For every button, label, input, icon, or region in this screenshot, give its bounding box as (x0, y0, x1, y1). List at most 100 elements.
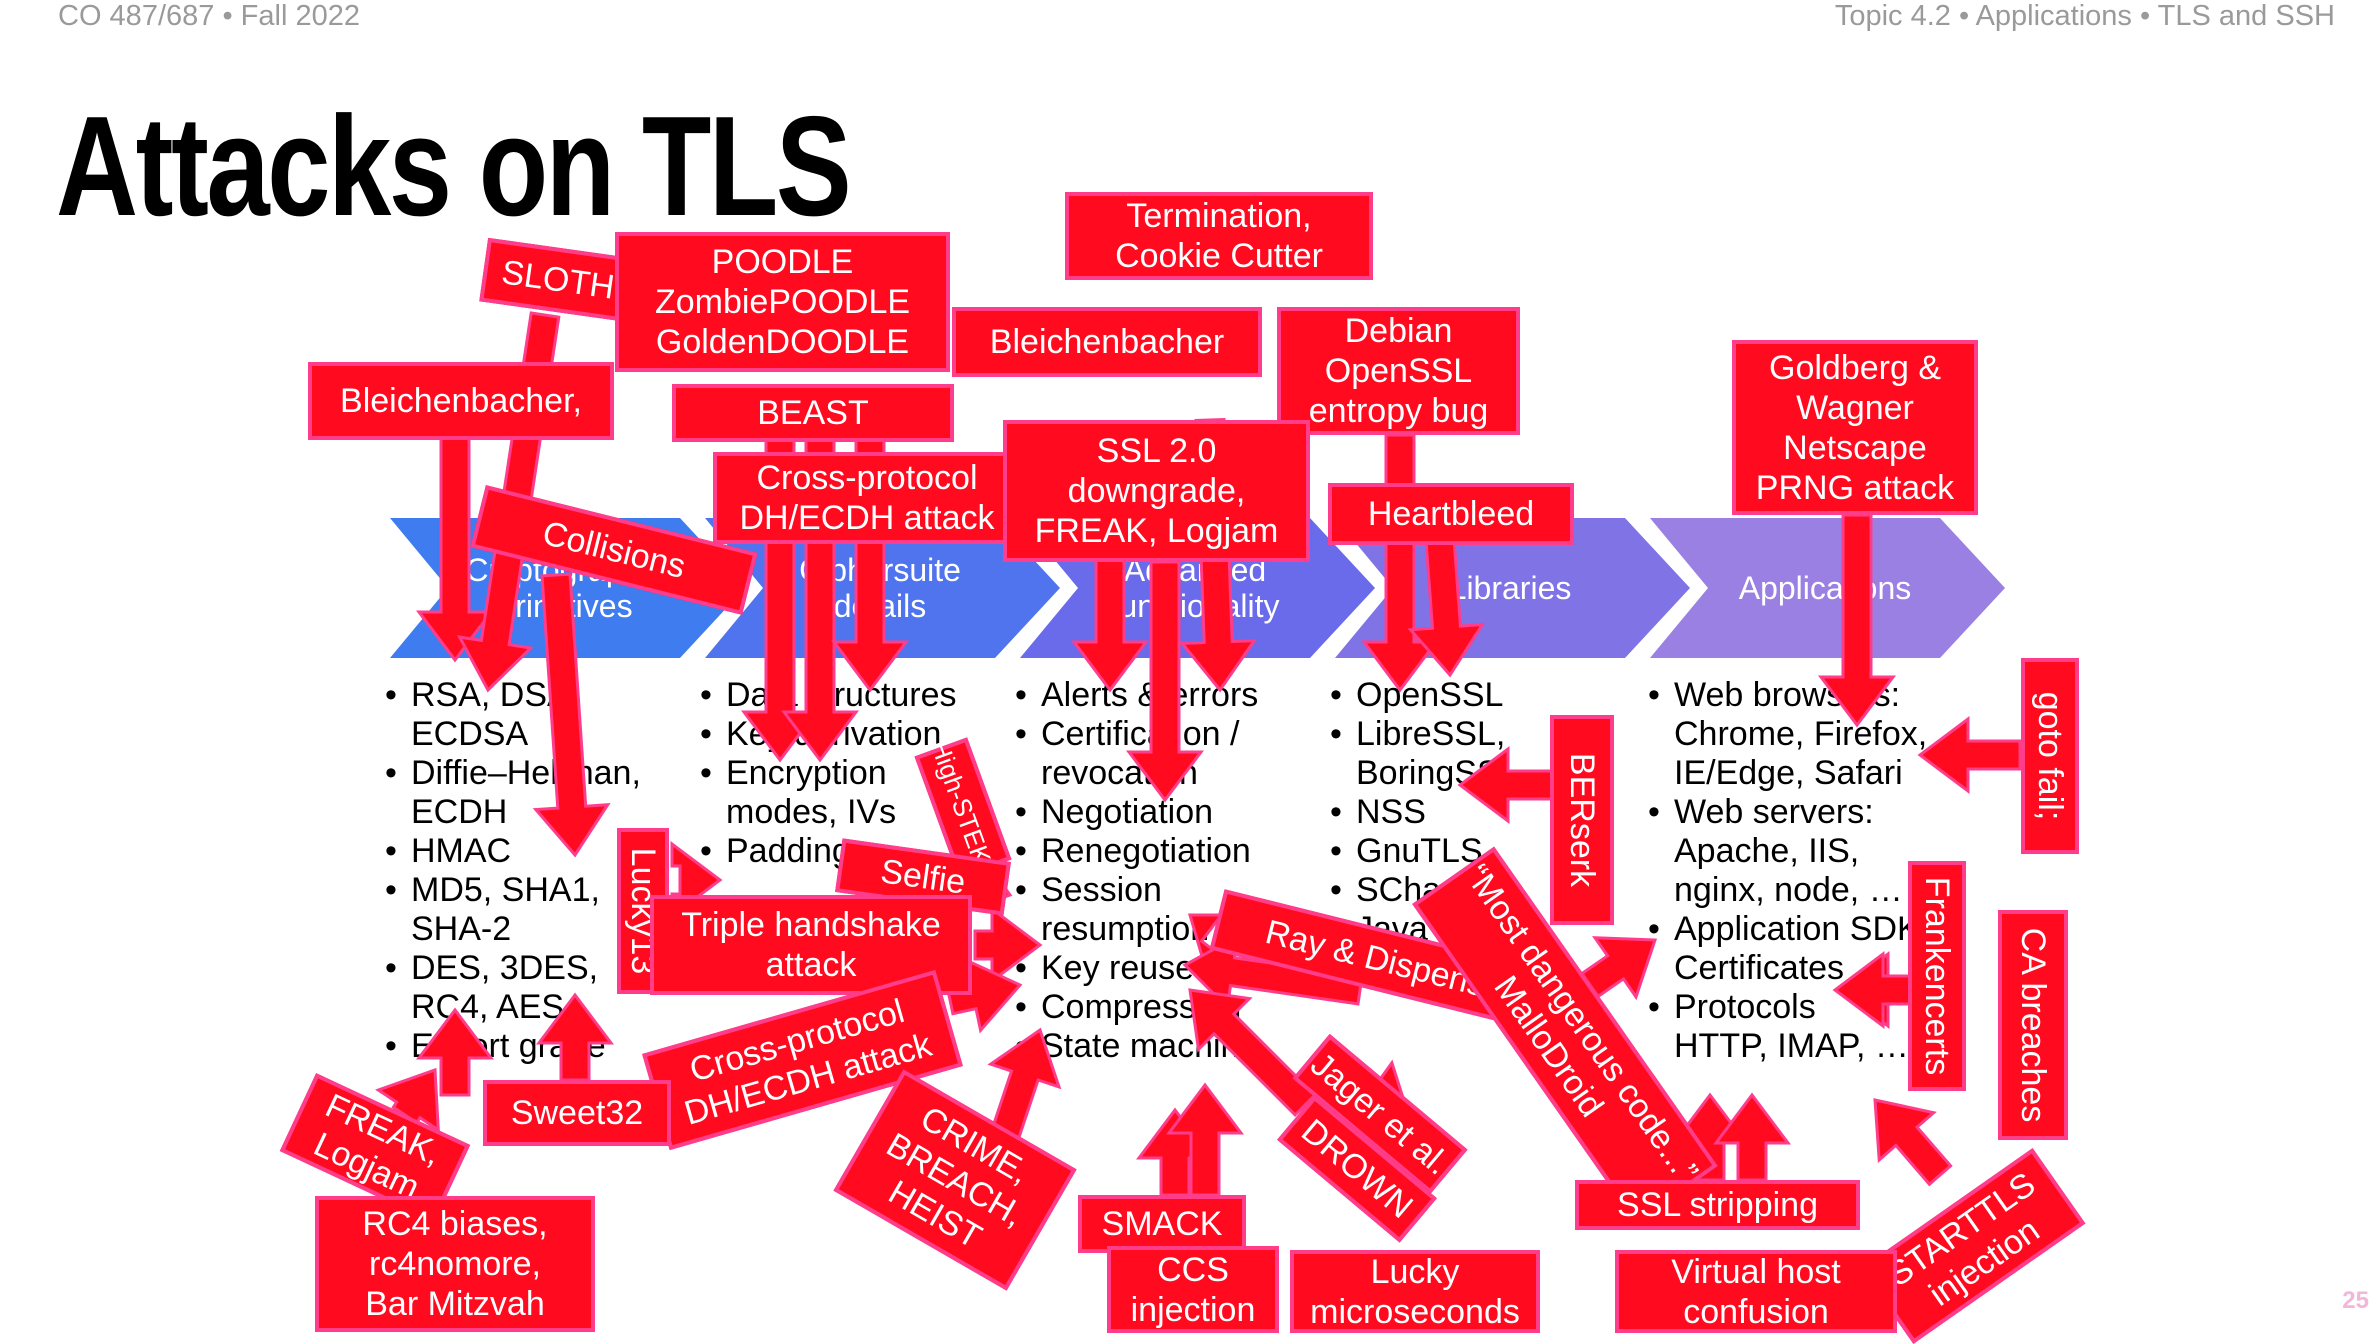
arrow (973, 906, 1043, 984)
attack-virtual-host-confusion: Virtual host confusion (1615, 1250, 1897, 1333)
attack-smack: SMACK (1078, 1195, 1246, 1253)
attack-poodle: POODLE ZombiePOODLE GoldenDOODLE (615, 232, 950, 372)
attack-termination: Termination, Cookie Cutter (1065, 192, 1373, 280)
attack-label: rc4nomore, (369, 1245, 541, 1283)
list-item: MD5, SHA1, SHA-2 (385, 871, 675, 949)
arrow (1457, 746, 1557, 824)
attack-goldberg-wagner: Goldberg & Wagner Netscape PRNG attack (1732, 340, 1978, 515)
attack-label: RC4 biases, (362, 1205, 548, 1243)
attack-label: Heartbleed (1367, 495, 1535, 533)
attack-cross-protocol-1: Cross-protocol DH/ECDH attack (713, 452, 1021, 544)
list-item: OpenSSL (1330, 676, 1590, 715)
list-item: Protocols (1648, 988, 1948, 1027)
attack-heartbleed: Heartbleed (1328, 483, 1574, 545)
attack-label: Bleichenbacher (989, 323, 1225, 361)
chevron-shape-5 (1650, 518, 2005, 658)
attack-label: confusion (1683, 1292, 1829, 1331)
attack-label: SMACK (1101, 1205, 1223, 1243)
list-item: DES, 3DES, RC4, AES (385, 949, 675, 1027)
attack-frankencerts: Frankencerts (1908, 861, 1966, 1091)
attack-bleichenbacher-1: Bleichenbacher, (308, 362, 614, 440)
arrow (375, 1067, 440, 1133)
page-number: 25 (2342, 1287, 2369, 1314)
attack-ssl-stripping: SSL stripping (1575, 1180, 1860, 1230)
attack-label: BERserk (1563, 752, 1601, 888)
list-item: Padding (700, 832, 980, 871)
attack-rc4-biases: RC4 biases, rc4nomore, Bar Mitzvah (315, 1196, 595, 1332)
attack-triple-handshake: Triple handshake attack (650, 895, 972, 995)
attack-label: Debian (1344, 312, 1453, 350)
list-item: HMAC (385, 832, 675, 871)
arrow (1188, 988, 1318, 1118)
chevron-applications: Applications (1738, 570, 1912, 606)
list-item: Session resumption (1015, 871, 1305, 949)
attack-label: entropy bug (1308, 392, 1489, 430)
chevron-libraries: Libraries (1448, 570, 1572, 606)
column-applications: Web browsers: Chrome, Firefox, IE/Edge, … (1648, 676, 1948, 1066)
arrow (416, 436, 494, 663)
attack-label: DH/ECDH attack (739, 499, 995, 537)
attack-label: ZombiePOODLE (654, 283, 911, 321)
arrow (1917, 716, 2022, 794)
arrow (1818, 513, 1896, 728)
attack-label: injection (1130, 1290, 1256, 1329)
attack-label: POODLE (711, 243, 854, 281)
list-item: Data structures (700, 676, 980, 715)
attack-label: PRNG attack (1755, 468, 1955, 507)
attack-label: SLOTH (499, 253, 617, 307)
attack-label: downgrade, (1067, 472, 1246, 510)
attack-sweet32: Sweet32 (483, 1080, 671, 1146)
list-item: Encryption modes, IVs (700, 754, 980, 832)
list-item: Key reuse (1015, 949, 1305, 988)
attack-label: CA breaches (2014, 927, 2052, 1123)
list-item: GnuTLS (1330, 832, 1590, 871)
arrow (1407, 537, 1486, 678)
arrow (536, 992, 614, 1082)
attack-bleichenbacher-2: Bleichenbacher (952, 307, 1262, 377)
attack-label: Termination, (1126, 197, 1312, 235)
arrow (1713, 1092, 1791, 1182)
list-item: Renegotiation (1015, 832, 1305, 871)
arrow (532, 572, 611, 858)
attack-debian: Debian OpenSSL entropy bug (1277, 307, 1520, 435)
attack-label: goto fail; (2031, 691, 2069, 821)
attack-label: Wagner (1796, 388, 1914, 427)
chevron-shape-4 (1335, 518, 1690, 658)
attack-lucky-microseconds: Lucky microseconds (1290, 1250, 1540, 1333)
attack-label: attack (765, 946, 857, 984)
attack-label: Bleichenbacher, (340, 382, 582, 420)
arrow (1873, 1098, 1953, 1187)
attack-label: Frankencerts (1918, 876, 1956, 1076)
attack-label: FREAK, Logjam (1034, 512, 1279, 550)
attack-label: Bar Mitzvah (365, 1285, 545, 1323)
attack-label: GoldenDOODLE (655, 323, 910, 361)
attack-label: Triple handshake (681, 906, 941, 944)
list-item: Diffie–Hellman, ECDH (385, 754, 675, 832)
attack-beast: BEAST (672, 384, 954, 442)
arrow (416, 1007, 494, 1097)
attack-label: SSL 2.0 (1096, 432, 1217, 470)
arrow (1126, 560, 1204, 803)
list-item: Web servers: Apache, IIS, nginx, node, … (1648, 793, 1948, 910)
attack-label: Lucky (1370, 1252, 1460, 1291)
course-header: CO 487/687 • Fall 2022 (58, 0, 360, 32)
list-item: HTTP, IMAP, … (1674, 1027, 1909, 1065)
attack-ca-breaches: CA breaches (1998, 910, 2068, 1140)
arrow (1579, 936, 1658, 1001)
list-item: NSS (1330, 793, 1590, 832)
attack-label: microseconds (1310, 1292, 1520, 1331)
arrow (1166, 1082, 1244, 1197)
attack-goto-fail: goto fail; (2021, 658, 2079, 854)
attack-label: Sweet32 (510, 1094, 644, 1132)
list-item: Application SDKs (1648, 910, 1948, 949)
attack-ssl2-downgrade: SSL 2.0 downgrade, FREAK, Logjam (1003, 420, 1310, 562)
arrow (1071, 558, 1149, 693)
attack-label: Netscape (1783, 428, 1927, 467)
attack-label: Cookie Cutter (1115, 237, 1323, 275)
attack-label: OpenSSL (1324, 352, 1473, 390)
arrow (1361, 433, 1439, 693)
attack-label: SSL stripping (1617, 1186, 1818, 1224)
attack-label: Cross-protocol (756, 459, 978, 497)
attack-label: CCS (1157, 1250, 1229, 1289)
attack-ccs-injection: CCS injection (1107, 1246, 1279, 1333)
